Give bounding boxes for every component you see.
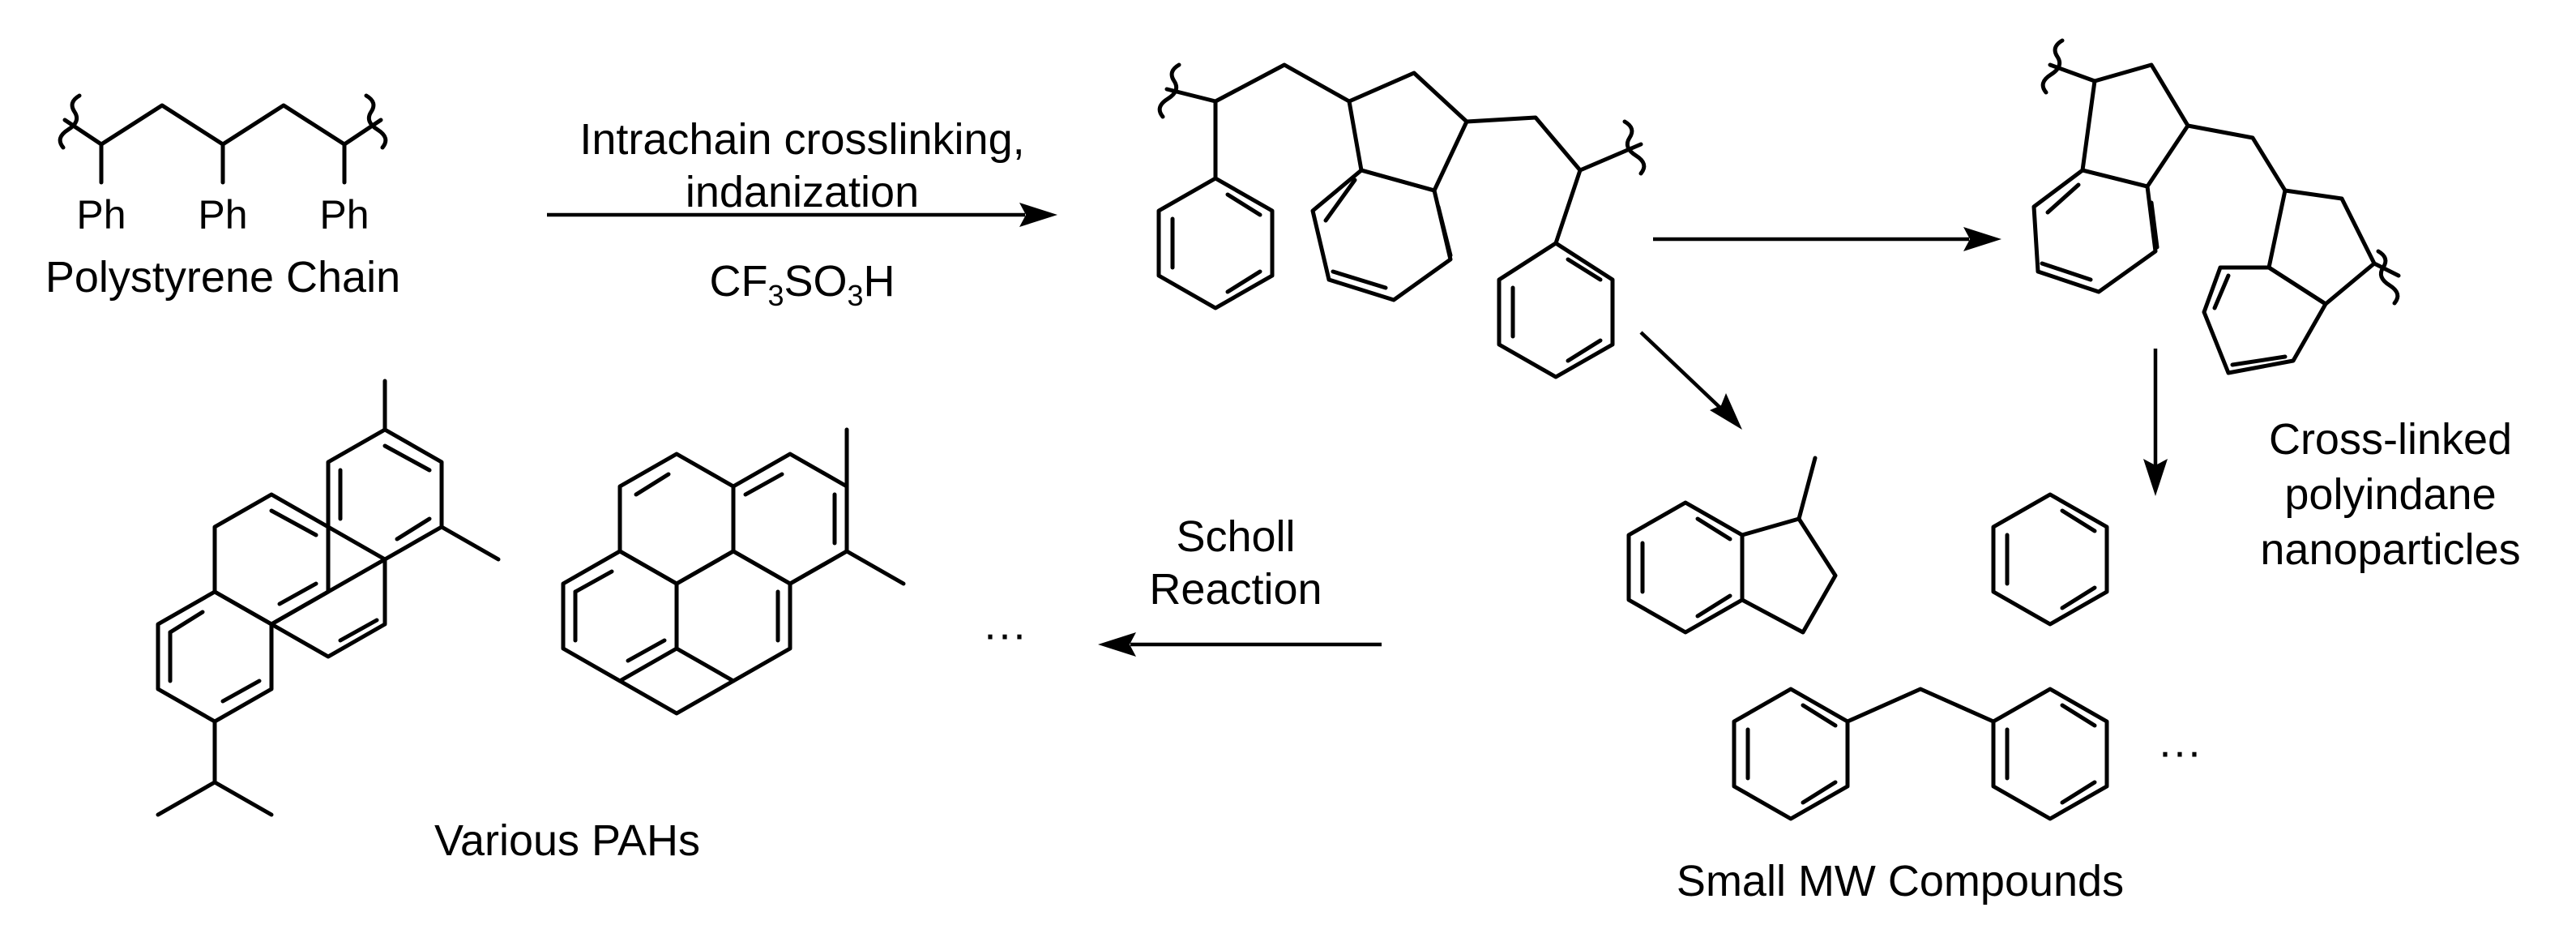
wavy-bond-icon <box>364 93 388 150</box>
diphenylmethane-structure <box>1732 687 2109 821</box>
polystyrene-chain-label: Polystyrene Chain <box>45 253 400 302</box>
reagent-cf3so3h: CF3SO3H <box>709 257 895 312</box>
reaction-arrow-scholl <box>1098 632 1382 657</box>
nanoparticles-label-line3: nanoparticles <box>2260 525 2520 574</box>
polystyrene-chain-structure: Ph Ph Ph <box>58 93 388 238</box>
crosslinked-polyindane-structure <box>2031 38 2401 375</box>
scholl-label-line2: Reaction <box>1149 565 1322 614</box>
various-pahs-label: Various PAHs <box>434 816 700 865</box>
wavy-bond-icon <box>2376 249 2400 306</box>
reaction-arrow-down <box>2143 349 2168 496</box>
wavy-bond-icon <box>58 93 82 150</box>
phenanthrene-pah-structure <box>156 379 501 817</box>
small-mw-compounds-label: Small MW Compounds <box>1677 857 2124 905</box>
step1-condition-line2: indanization <box>686 168 919 216</box>
reaction-arrow-indanization <box>547 203 1057 227</box>
wavy-bond-icon <box>1622 119 1647 176</box>
reaction-arrow-crosslinking <box>1653 227 2001 251</box>
ellipsis-small-mw: ··· <box>2158 727 2202 776</box>
reaction-arrow-degradation <box>1639 331 1742 430</box>
scholl-label-line1: Scholl <box>1176 512 1295 561</box>
step1-condition-line1: Intrachain crosslinking, <box>579 115 1024 164</box>
benzene-structure <box>1991 492 2109 627</box>
methylindane-structure <box>1626 456 1838 635</box>
nanoparticles-label-line1: Cross-linked <box>2269 415 2512 464</box>
phenyl-label: Ph <box>319 192 369 238</box>
pyrene-pah-structure <box>561 427 906 716</box>
phenyl-label: Ph <box>198 192 247 238</box>
phenyl-label: Ph <box>76 192 126 238</box>
nanoparticles-label-line2: polyindane <box>2284 470 2496 519</box>
indanized-chain-intermediate <box>1156 62 1647 379</box>
ellipsis-pahs: ··· <box>983 610 1027 658</box>
